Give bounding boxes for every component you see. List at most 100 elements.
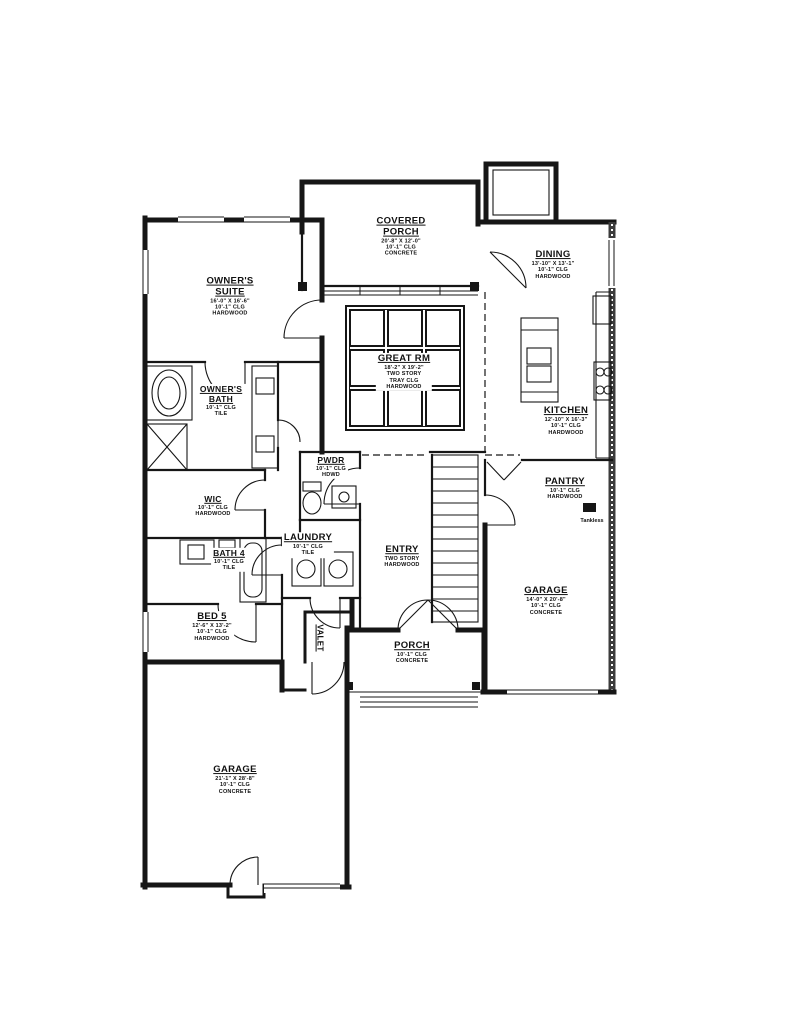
double-vanity	[251, 365, 279, 469]
sink-icon	[331, 485, 357, 509]
posts	[298, 282, 480, 690]
room-label-bed5: BED 5 12'-6" X 13'-2" 10'-1" CLG HARDWOO…	[190, 611, 234, 643]
powder-fixtures	[302, 481, 357, 515]
room-floor: HARDWOOD	[548, 429, 584, 436]
room-label-entry: ENTRY TWO STORY HARDWOOD	[382, 544, 422, 570]
kitchen-fixtures	[520, 291, 613, 512]
room-ceiling: 10'-1" CLG	[219, 782, 251, 789]
room-story: TWO STORY	[384, 556, 420, 563]
walls-interior	[143, 292, 614, 664]
room-ceiling: 10'-1" CLG	[292, 544, 324, 551]
room-dims: 16'-0" X 16'-6"	[210, 298, 250, 305]
room-name: WIC	[204, 493, 222, 504]
room-label-great-rm: GREAT RM 18'-2" X 19'-2" TWO STORY TRAY …	[375, 352, 433, 392]
room-floor: CONCRETE	[529, 609, 563, 616]
room-name: PORCH	[394, 640, 430, 652]
room-ceiling: 10'-1" CLG	[315, 465, 347, 472]
room-label-laundry: LAUNDRY 10'-1" CLG TILE	[281, 532, 335, 558]
tub-niche	[146, 365, 193, 421]
room-ceiling: 10'-1" CLG	[550, 423, 582, 430]
range-icon	[593, 361, 613, 401]
dryer-icon	[323, 551, 354, 587]
room-name: ENTRY	[385, 544, 419, 556]
room-name: VALET	[315, 624, 325, 652]
room-ceiling: 10'-1" CLG	[537, 267, 569, 274]
room-label-pantry: PANTRY 10'-1" CLG HARDWOOD	[543, 476, 587, 502]
room-name: BATH 4	[213, 547, 245, 558]
room-name: COVERED PORCH	[376, 215, 426, 238]
room-label-covered-porch: COVERED PORCH 20'-8" X 12'-0" 10'-1" CLG…	[371, 215, 431, 259]
room-label-bath4: BATH 4 10'-1" CLG TILE	[211, 547, 247, 573]
room-ceiling: 10'-1" CLG	[213, 558, 245, 565]
room-ceiling: 10'-1" CLG	[214, 304, 246, 311]
room-label-porch: PORCH 10'-1" CLG CONCRETE	[392, 640, 432, 666]
room-name: GARAGE	[524, 585, 568, 597]
room-ceiling: TRAY CLG	[389, 377, 419, 384]
room-dims: 13'-10" X 13'-1"	[531, 260, 575, 267]
room-name: GARAGE	[213, 764, 257, 776]
room-label-dining: DINING 13'-10" X 13'-1" 10'-1" CLG HARDW…	[529, 249, 577, 281]
room-floor: HARDWOOD	[384, 562, 420, 569]
room-label-wic: WIC 10'-1" CLG HARDWOOD	[193, 493, 233, 519]
room-floor: TILE	[222, 564, 236, 571]
windows	[140, 214, 618, 893]
room-ceiling: 10'-1" CLG	[196, 629, 228, 636]
room-name: OWNER'S BATH	[199, 383, 243, 404]
room-label-owners-bath: OWNER'S BATH 10'-1" CLG TILE	[193, 383, 249, 419]
room-floor: TILE	[301, 550, 315, 557]
room-name: BED 5	[197, 611, 227, 623]
room-ceiling: 10'-1" CLG	[396, 652, 428, 659]
shower-icon	[146, 423, 188, 471]
room-floor: HARDWOOD	[194, 635, 230, 642]
sink-icon	[255, 377, 275, 395]
room-ceiling: 10'-1" CLG	[530, 603, 562, 610]
tankless-label: Tankless	[580, 517, 604, 524]
doors	[204, 251, 527, 886]
room-label-pwdr: PWDR 10'-1" CLG HDWD	[313, 454, 349, 480]
sink-icon	[255, 435, 275, 453]
tankless-water-heater	[583, 503, 596, 512]
room-name: PANTRY	[545, 476, 585, 488]
room-floor: CONCRETE	[384, 251, 418, 258]
room-dims: 20'-8" X 12'-0"	[381, 238, 421, 245]
sink-icon	[526, 347, 552, 365]
room-label-garage-main: GARAGE 21'-1" X 28'-8" 10'-1" CLG CONCRE…	[211, 764, 259, 796]
room-dims: 12'-6" X 13'-2"	[192, 622, 232, 629]
room-name: PWDR	[317, 454, 345, 465]
vanity	[179, 539, 215, 565]
room-ceiling: 10'-1" CLG	[197, 504, 229, 511]
room-ceiling: 10'-1" CLG	[549, 488, 581, 495]
porch-steps	[347, 691, 482, 708]
counter	[595, 291, 610, 459]
room-floor: HDWD	[322, 471, 340, 478]
room-floor: CONCRETE	[218, 788, 252, 795]
room-floor: TILE	[214, 410, 228, 417]
room-ceiling: 10'-1" CLG	[385, 244, 417, 251]
room-name: DINING	[535, 249, 571, 261]
room-name: OWNER'S SUITE	[206, 275, 254, 298]
room-label-valet: VALET	[314, 622, 325, 653]
toilet-icon	[302, 481, 322, 515]
room-dims: 18'-2" X 19'-2"	[384, 364, 424, 371]
room-floor: HARDWOOD	[535, 273, 571, 280]
room-ceiling: 10'-1" CLG	[205, 404, 237, 411]
room-label-garage-side: GARAGE 14'-0" X 20'-8" 10'-1" CLG CONCRE…	[522, 585, 570, 617]
room-name: KITCHEN	[543, 405, 589, 417]
fridge-icon	[592, 295, 612, 325]
room-dims: 14'-0" X 20'-8"	[526, 596, 566, 603]
room-dims: 12'-10" X 16'-3"	[544, 416, 588, 423]
room-name: GREAT RM	[377, 352, 431, 364]
room-floor: HARDWOOD	[386, 383, 422, 390]
room-floor: HARDWOOD	[212, 311, 248, 318]
room-story: TWO STORY	[386, 371, 422, 378]
bath-fixtures	[146, 365, 279, 471]
stairs-icon	[430, 453, 479, 624]
room-dims: 21'-1" X 28'-8"	[215, 775, 255, 782]
room-label-owners-suite: OWNER'S SUITE 16'-0" X 16'-6" 10'-1" CLG…	[192, 275, 268, 319]
room-name: LAUNDRY	[283, 532, 333, 544]
bathtub-icon	[151, 369, 187, 417]
room-label-kitchen: KITCHEN 12'-10" X 16'-3" 10'-1" CLG HARD…	[541, 405, 591, 437]
sink-icon	[187, 544, 205, 560]
